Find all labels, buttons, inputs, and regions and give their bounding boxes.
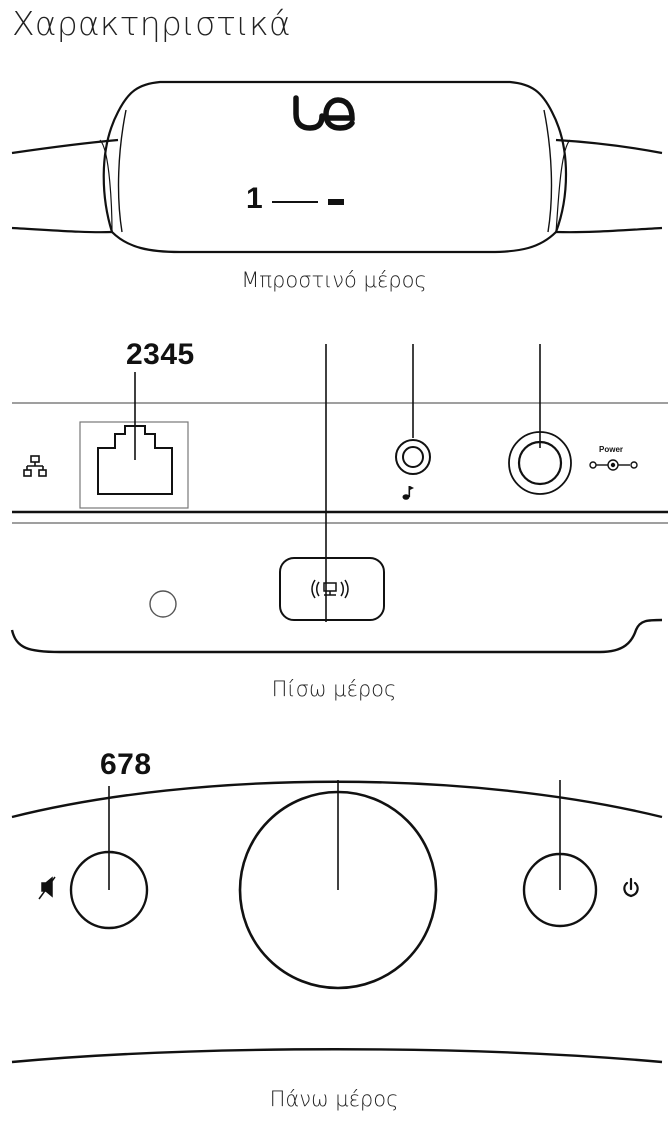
- power-connector-icon: [589, 459, 638, 471]
- back-view: Power: [10, 344, 668, 654]
- top-view: [11, 780, 663, 1064]
- mute-icon: [38, 876, 56, 900]
- front-callout: 1: [246, 182, 264, 215]
- power-port: [508, 431, 572, 495]
- back-callout: 2345: [126, 338, 195, 371]
- ue-logo: [293, 95, 355, 131]
- page-title: Χαρακτηριστικά: [12, 4, 291, 43]
- ethernet-icon: [23, 455, 47, 477]
- wireless-setup-button: [279, 557, 385, 621]
- wireless-setup-icon: [311, 579, 349, 599]
- back-caption: Πίσω μέρος: [271, 677, 397, 701]
- audio-jack: [395, 439, 431, 475]
- front-caption: Μπροστινό μέρος: [241, 268, 427, 292]
- music-note-icon: [402, 486, 414, 500]
- status-led: [328, 199, 344, 205]
- power-label: Power: [599, 445, 623, 454]
- reset-hole: [149, 590, 177, 618]
- power-icon: [623, 877, 639, 898]
- top-callout: 678: [100, 748, 152, 781]
- front-view: [11, 80, 663, 254]
- top-caption: Πάνω μέρος: [269, 1087, 399, 1111]
